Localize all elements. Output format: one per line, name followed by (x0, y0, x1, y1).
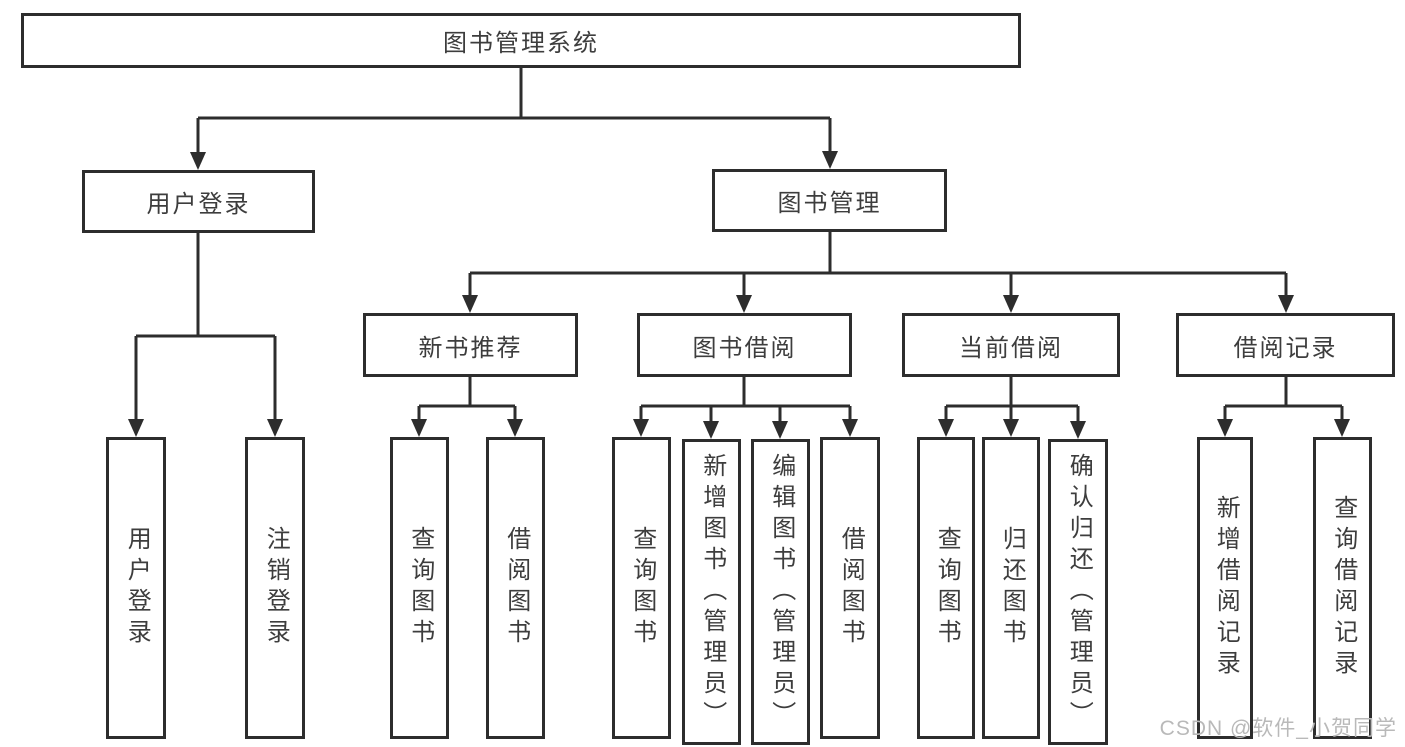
arrowhead (938, 419, 954, 437)
node-leaf-add-borrow-record-label: 新增借阅记录 (1212, 495, 1240, 681)
arrowhead (1217, 419, 1233, 437)
node-new-book-rec: 新书推荐 (363, 313, 578, 377)
arrowhead (633, 419, 649, 437)
node-leaf-user-login: 用户登录 (106, 437, 166, 739)
arrowhead (736, 295, 752, 313)
node-current-borrow-label: 当前借阅 (959, 334, 1063, 362)
node-root: 图书管理系统 (21, 13, 1021, 68)
edges-root (190, 68, 838, 170)
edges-borrow-records (1217, 377, 1350, 437)
node-leaf-borrow-book-1-label: 借阅图书 (502, 526, 530, 650)
node-leaf-confirm-return-label: 确认归还（管理员） (1065, 452, 1093, 732)
node-book-mgmt: 图书管理 (712, 169, 947, 232)
edges-book-mgmt (462, 232, 1294, 313)
node-user-login: 用户登录 (82, 170, 315, 233)
arrowhead (462, 295, 478, 313)
node-borrow-records-label: 借阅记录 (1233, 334, 1338, 362)
node-leaf-query-book-3-label: 查询图书 (933, 526, 961, 650)
node-leaf-logout-label: 注销登录 (262, 526, 290, 650)
edges-new-book-rec (411, 377, 523, 437)
node-book-borrow: 图书借阅 (637, 313, 852, 377)
node-leaf-return-book: 归还图书 (982, 437, 1040, 739)
node-leaf-user-login-label: 用户登录 (123, 526, 151, 650)
node-leaf-query-borrow-record-label: 查询借阅记录 (1329, 495, 1357, 681)
node-book-borrow-label: 图书借阅 (692, 334, 797, 362)
node-leaf-query-book-1: 查询图书 (390, 437, 449, 739)
node-leaf-query-borrow-record: 查询借阅记录 (1313, 437, 1372, 739)
node-borrow-records: 借阅记录 (1176, 313, 1395, 377)
arrowhead (507, 419, 523, 437)
node-new-book-rec-label: 新书推荐 (418, 334, 523, 362)
arrowhead (822, 151, 838, 169)
arrowhead (772, 421, 788, 439)
arrowhead (1003, 419, 1019, 437)
node-leaf-add-book-label: 新增图书（管理员） (698, 452, 726, 732)
arrowhead (411, 419, 427, 437)
node-leaf-query-book-2-label: 查询图书 (628, 526, 656, 650)
node-leaf-edit-book: 编辑图书（管理员） (751, 439, 810, 745)
node-book-mgmt-label: 图书管理 (777, 190, 882, 217)
arrowhead (1278, 295, 1294, 313)
node-leaf-return-book-label: 归还图书 (998, 526, 1026, 650)
node-leaf-add-book: 新增图书（管理员） (682, 439, 741, 745)
node-leaf-borrow-book-1: 借阅图书 (486, 437, 545, 739)
arrowhead (1070, 421, 1086, 439)
arrowhead (1003, 295, 1019, 313)
node-current-borrow: 当前借阅 (902, 313, 1120, 377)
node-leaf-logout: 注销登录 (245, 437, 305, 739)
node-leaf-add-borrow-record: 新增借阅记录 (1197, 437, 1253, 739)
arrowhead (267, 419, 283, 437)
edges-book-borrow (633, 377, 858, 439)
edges-user-login (128, 233, 283, 437)
edges-current-borrow (938, 377, 1086, 439)
arrowhead (703, 421, 719, 439)
node-leaf-query-book-2: 查询图书 (612, 437, 671, 739)
node-leaf-confirm-return: 确认归还（管理员） (1048, 439, 1108, 745)
arrowhead (128, 419, 144, 437)
arrowhead (1334, 419, 1350, 437)
csdn-watermark: CSDN @软件_小贺同学 (1159, 717, 1397, 740)
node-leaf-borrow-book-2-label: 借阅图书 (837, 526, 865, 650)
node-user-login-label: 用户登录 (146, 191, 251, 218)
arrowhead (190, 152, 206, 170)
node-leaf-borrow-book-2: 借阅图书 (820, 437, 880, 739)
node-leaf-edit-book-label: 编辑图书（管理员） (767, 452, 795, 732)
node-root-label: 图书管理系统 (443, 30, 599, 57)
arrowhead (842, 419, 858, 437)
node-leaf-query-book-3: 查询图书 (917, 437, 975, 739)
node-leaf-query-book-1-label: 查询图书 (406, 526, 434, 650)
